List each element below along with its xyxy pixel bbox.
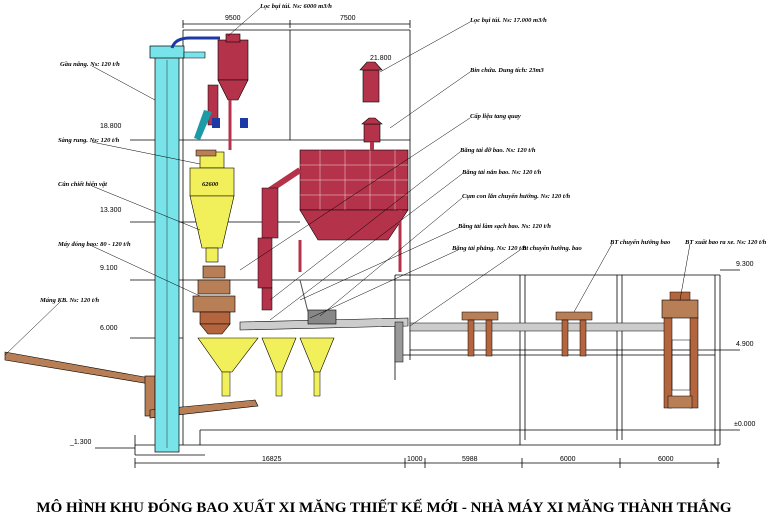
label-weigher: Cân chiết hiển vật (58, 181, 107, 188)
label-belt-clean-2: Băng tải làm sạch bao. Ns: 120 t/h (457, 223, 551, 230)
bucket-elevator (149, 45, 206, 453)
silo-mark-label: 62600 (202, 181, 219, 188)
diverter-station-2 (555, 311, 593, 357)
label-filter-large: Lọc bụi túi. Ns: 17.000 m3/h (469, 17, 547, 24)
label-bt-direction-2: BT chuyển hướng bao (609, 239, 671, 246)
label-belt-clean: Băng tải nắn bao. Ns: 120 t/h (461, 169, 542, 176)
label-screen: Sàng rung. Ns: 120 t/h (58, 137, 120, 144)
dim-bottom-5: 6000 (658, 456, 674, 463)
label-belt-bag-out: Băng tải đỡ bao. Ns: 120 t/h (459, 147, 536, 154)
elev-9300: 9.300 (736, 261, 754, 268)
dim-top-left: 9500 (225, 15, 241, 22)
elev-9100: 9.100 (100, 265, 118, 272)
rotary-packer (192, 265, 236, 335)
label-bucket-elevator: Gầu nâng. Ns: 120 t/h (60, 61, 120, 68)
diverter-station-1 (461, 311, 499, 357)
bag-filter-small (170, 33, 249, 150)
elev-21800: 21.800 (370, 55, 392, 62)
label-packer: Máy đóng bao: 80 - 120 t/h (57, 241, 131, 248)
dim-bottom-4: 6000 (560, 456, 576, 463)
label-bt-direction: Bt chuyển hướng. bao (521, 245, 583, 252)
elev-minus-1300: _1.300 (69, 439, 92, 446)
leader-lines (4, 7, 691, 356)
yellow-silo: 62600 (189, 149, 235, 263)
page-title: MÔ HÌNH KHU ĐÓNG BAO XUẤT XI MĂNG THIẾT … (36, 499, 732, 516)
elev-18800: 18.800 (100, 123, 122, 130)
cement-bin (257, 142, 409, 311)
elev-4900: 4.900 (736, 341, 754, 348)
truck-loader (661, 291, 699, 409)
elev-6000: 6.000 (100, 325, 118, 332)
label-flat-belt: Băng tải phẳng. Ns: 120 t/h (451, 245, 527, 252)
label-return-chute: Máng KB. Ns: 120 t/h (39, 297, 99, 304)
label-bt-truck: BT xuất bao ra xe. Ns: 120 t/h (684, 239, 767, 246)
bag-filter-large (359, 61, 383, 143)
dim-bottom-2: 1000 (407, 456, 423, 463)
label-filter-small: Lọc bụi túi. Ns: 6000 m3/h (259, 3, 332, 10)
dim-bottom-3: 5988 (462, 456, 478, 463)
elev-13300: 13.300 (100, 207, 122, 214)
elevation-marks: 21.800 18.800 13.300 9.100 9.300 6.000 4… (69, 55, 755, 446)
label-rotary-feeder: Cấp liệu tang quay (470, 113, 521, 120)
dim-bottom-1: 16825 (262, 456, 282, 463)
equipment-labels: Lọc bụi túi. Ns: 6000 m3/h Lọc bụi túi. … (39, 3, 767, 304)
elev-0: ±0.000 (734, 421, 755, 428)
dim-top-right: 7500 (340, 15, 356, 22)
bulk-hoppers (197, 337, 335, 397)
label-diverter: Cụm con lăn chuyển hướng. Ns: 120 t/h (462, 193, 571, 200)
label-bin: Bin chứa. Dung tích: 23m3 (469, 67, 545, 74)
dimension-labels: 9500 7500 16825 1000 5988 6000 6000 (225, 15, 674, 463)
